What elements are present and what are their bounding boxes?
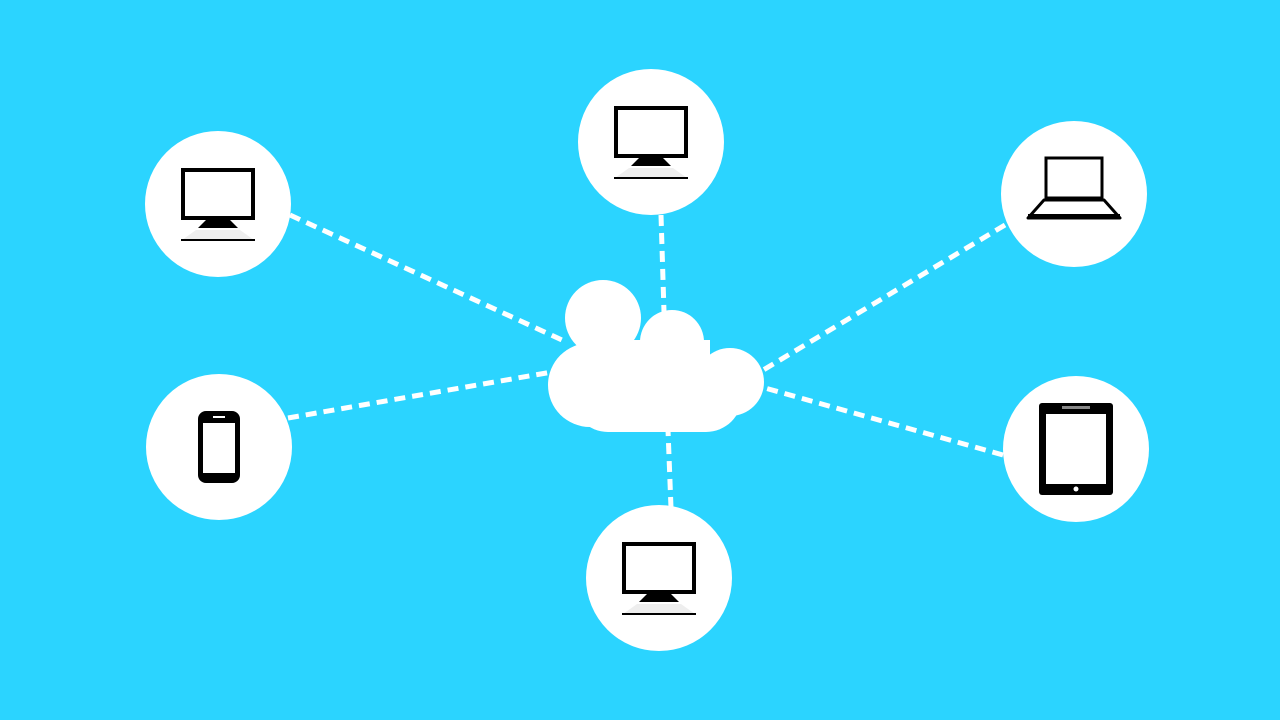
node-top-right (1001, 121, 1147, 267)
link-top-left (288, 212, 564, 343)
node-middle-left (146, 374, 292, 520)
tablet-icon (1039, 403, 1113, 495)
node-bottom-center (586, 505, 732, 651)
cloud-icon (548, 280, 764, 432)
laptop-icon (1026, 156, 1122, 220)
connection-links (287, 212, 1007, 509)
node-top-left (145, 131, 291, 277)
link-top-center (658, 214, 667, 313)
desktop-monitor-icon (622, 542, 696, 615)
link-top-right (758, 222, 1007, 375)
desktop-monitor-icon (181, 168, 255, 241)
smartphone-icon (198, 411, 240, 483)
link-bottom-center (665, 429, 674, 509)
desktop-monitor-icon (614, 106, 688, 179)
node-top-center (578, 69, 724, 215)
node-middle-right (1003, 376, 1149, 522)
device-nodes (145, 69, 1149, 651)
link-middle-left (287, 369, 553, 421)
link-middle-right (764, 385, 1004, 458)
